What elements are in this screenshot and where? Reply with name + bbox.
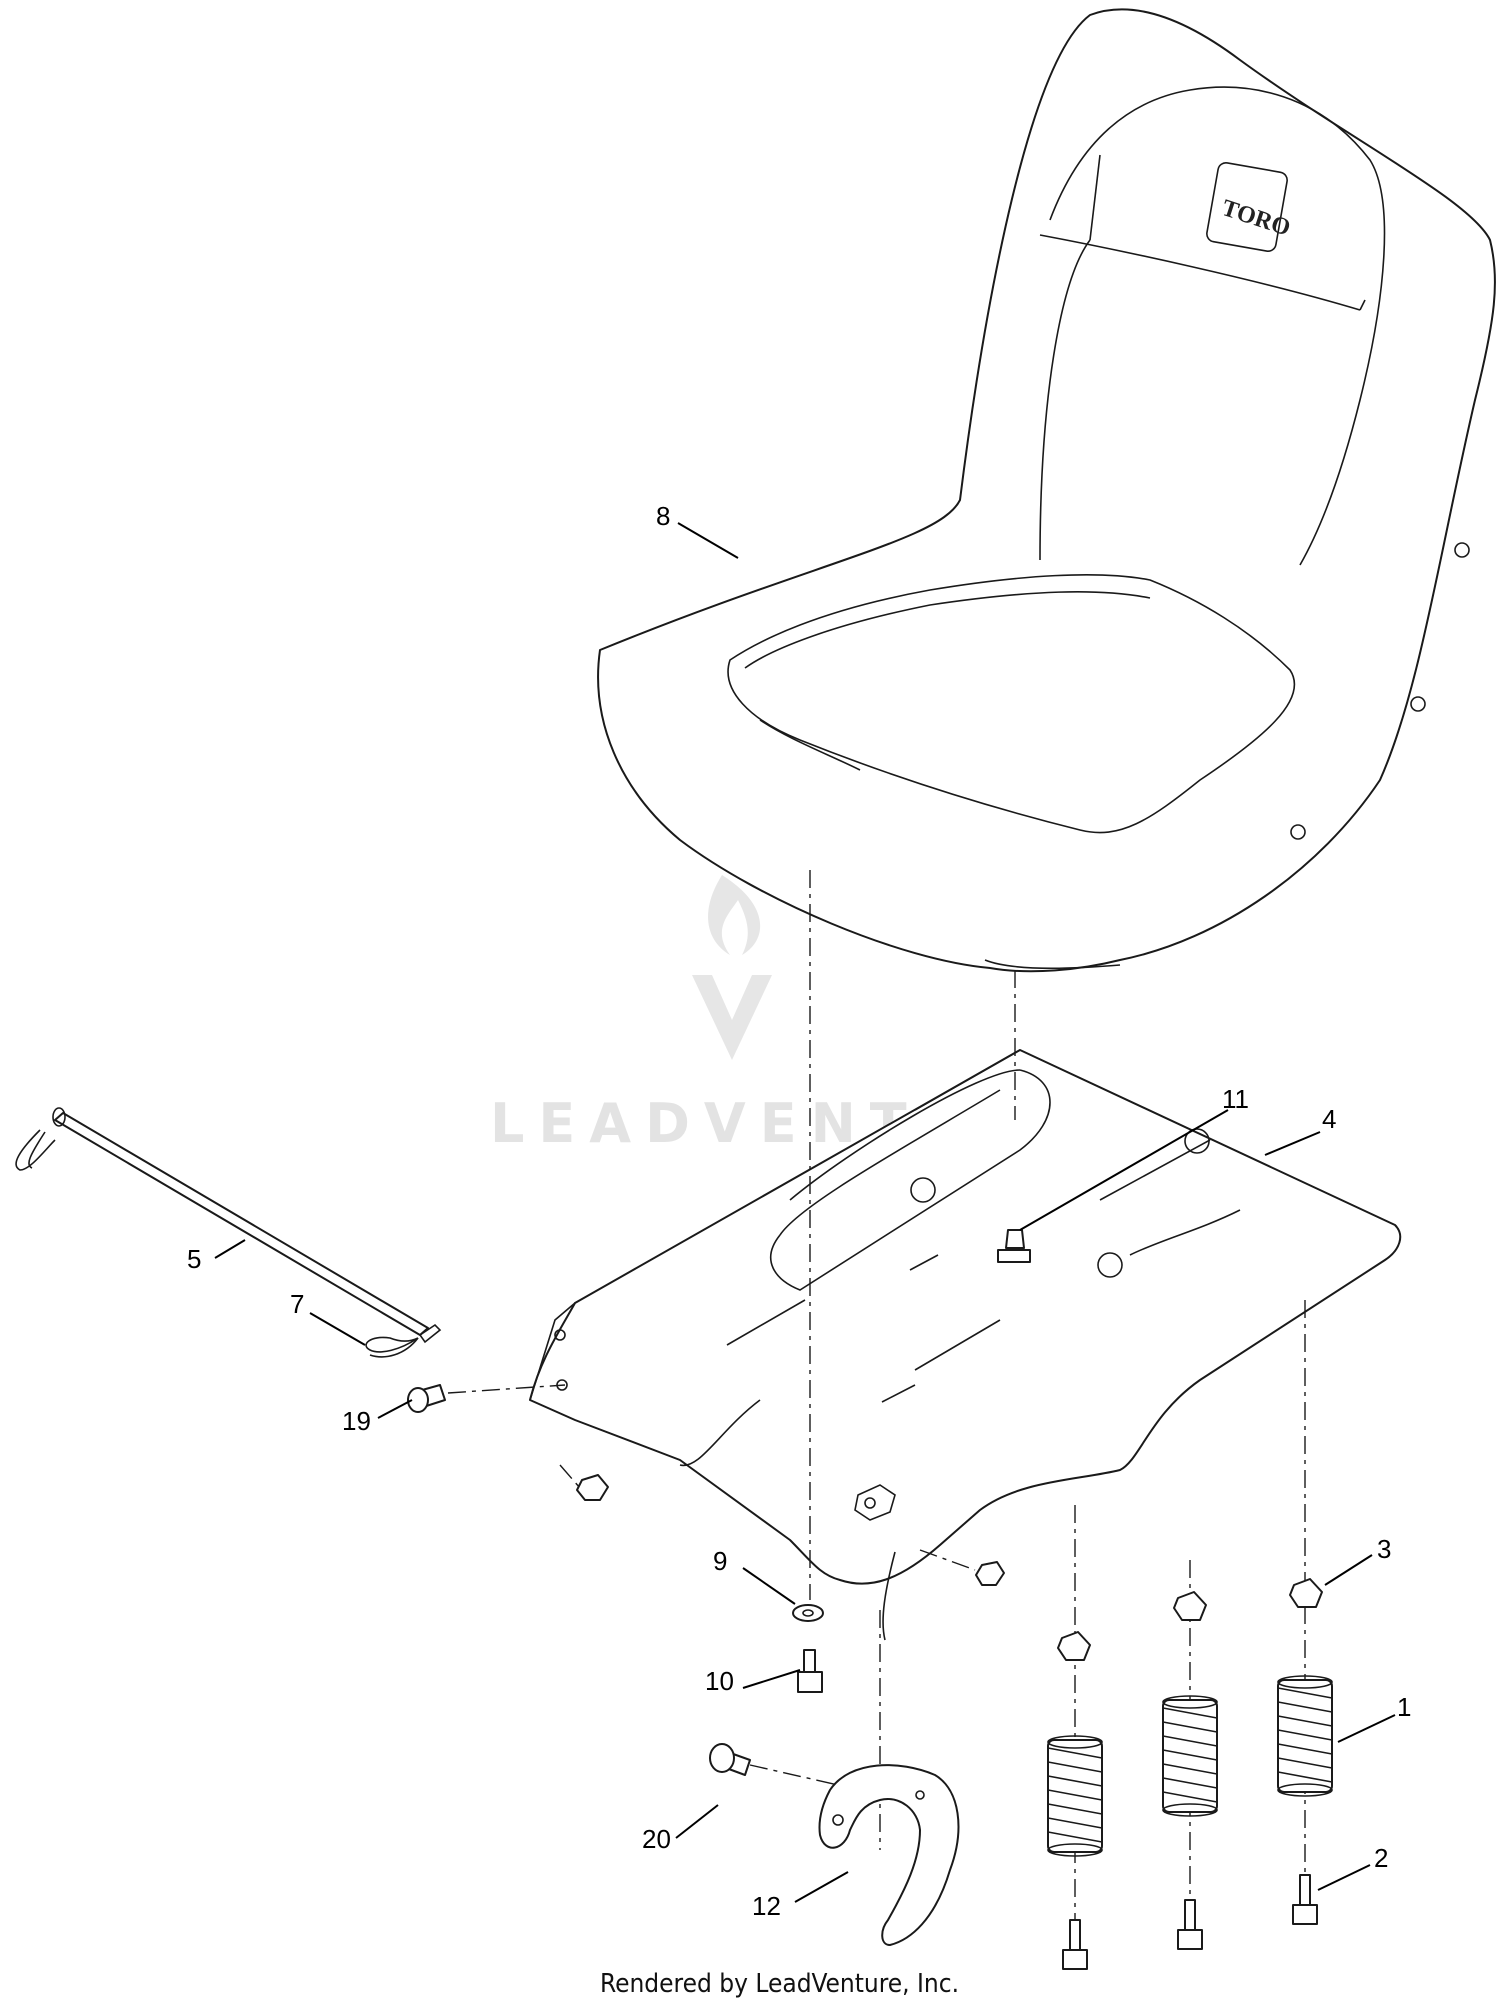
watermark-logo-icon — [692, 875, 772, 1060]
part-10-bolt — [797, 1649, 823, 1693]
part-3-nuts — [1057, 1578, 1323, 1661]
part-4-seat-pan — [529, 1049, 1402, 1585]
part-11-bolt — [997, 1229, 1031, 1263]
callout-4: 4 — [1322, 1104, 1336, 1134]
callout-20: 20 — [642, 1824, 671, 1854]
callout-3: 3 — [1377, 1534, 1391, 1564]
part-19-bolt — [407, 1384, 566, 1413]
part-1-springs — [1047, 1675, 1333, 1857]
part-12-latch-bracket — [818, 1764, 960, 1946]
part-7-hairpin-clip — [365, 1336, 419, 1358]
part-2-bolts — [1062, 1874, 1318, 1970]
callout-7: 7 — [290, 1289, 304, 1319]
callout-12: 12 — [752, 1891, 781, 1921]
callout-1: 1 — [1397, 1692, 1411, 1722]
callout-11: 11 — [1222, 1084, 1249, 1114]
part-9-washer — [792, 1604, 824, 1622]
callout-9: 9 — [713, 1546, 727, 1576]
callout-2: 2 — [1374, 1843, 1388, 1873]
callout-10: 10 — [705, 1666, 734, 1696]
callout-5: 5 — [187, 1244, 201, 1274]
leader-lines — [214, 522, 1396, 1903]
callout-8: 8 — [656, 501, 670, 531]
part-8-seat: TORO — [597, 8, 1496, 973]
pan-nuts — [559, 1464, 1005, 1641]
callout-19: 19 — [342, 1406, 371, 1436]
part-20-shoulder-bolt — [709, 1743, 751, 1776]
callouts: 1 2 3 4 5 7 8 9 10 11 12 19 20 — [187, 501, 1411, 1921]
part-5-rod — [15, 1107, 442, 1344]
footer-credit: Rendered by LeadVenture, Inc. — [600, 1969, 959, 1999]
